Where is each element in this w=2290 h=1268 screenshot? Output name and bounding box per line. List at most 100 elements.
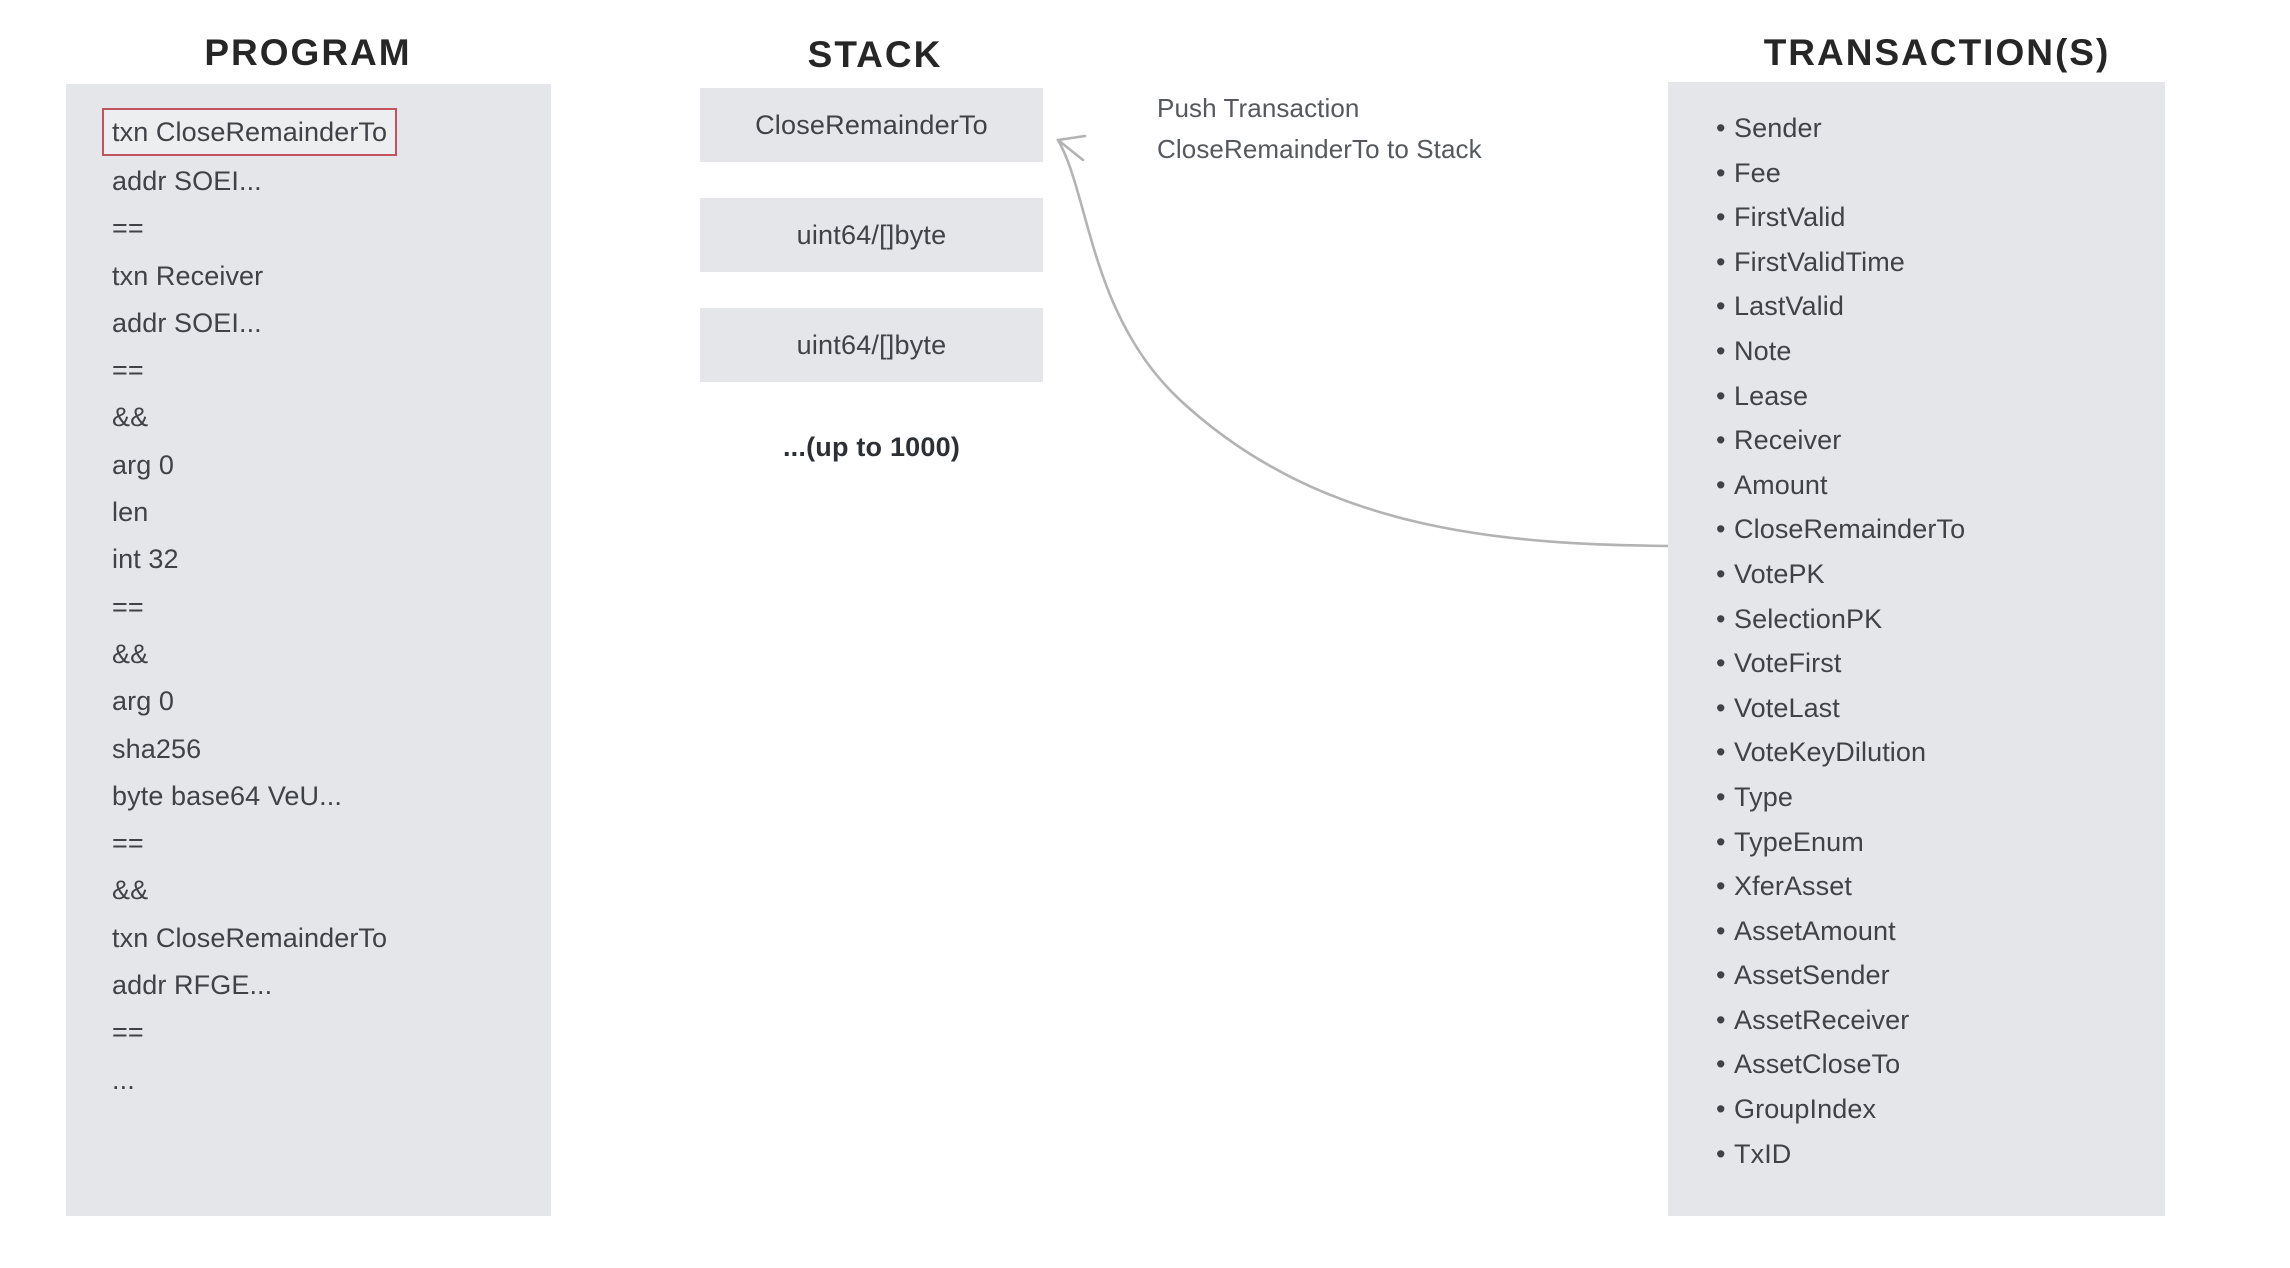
- program-line: sha256: [112, 733, 202, 764]
- stack-cell-label: CloseRemainderTo: [755, 109, 988, 140]
- transaction-field-item: • Lease: [1716, 374, 2155, 419]
- stack-column-heading: STACK: [807, 34, 943, 75]
- transaction-field-label: FirstValid: [1734, 202, 1846, 233]
- annotation-line-2: CloseRemainderTo to Stack: [1157, 134, 1482, 164]
- transaction-field-item: •AssetAmount: [1716, 909, 2155, 954]
- bullet-icon: •: [1716, 558, 1726, 589]
- program-line: ==: [112, 355, 144, 386]
- transaction-field-item: • Type: [1716, 775, 2155, 820]
- transaction-field-label: Lease: [1734, 380, 1809, 411]
- bullet-icon: •: [1716, 871, 1726, 902]
- transaction-field-item: • XferAsset: [1716, 864, 2155, 909]
- bullet-icon: •: [1716, 335, 1726, 366]
- program-line: txn Receiver: [112, 260, 264, 291]
- transaction-field-label: Type: [1734, 781, 1793, 812]
- bullet-icon: •: [1716, 692, 1726, 723]
- bullet-icon: •: [1716, 202, 1726, 233]
- transaction-field-item: • FirstValid: [1716, 195, 2155, 240]
- stack-cell-label: uint64/[]byte: [796, 219, 947, 250]
- bullet-icon: •: [1716, 469, 1726, 500]
- transaction-field-label: Receiver: [1734, 425, 1842, 456]
- bullet-icon: •: [1716, 826, 1726, 857]
- bullet-icon: •: [1716, 648, 1726, 679]
- transaction-field-label: AssetCloseTo: [1734, 1049, 1901, 1080]
- program-line: &&: [112, 402, 149, 433]
- transaction-field-item: • VotePK: [1716, 552, 2155, 597]
- transaction-field-item: • VoteFirst: [1716, 641, 2155, 686]
- transaction-field-label: XferAsset: [1734, 871, 1852, 902]
- transaction-field-item: • AssetCloseTo: [1716, 1042, 2155, 1087]
- transaction-field-item: • AssetReceiver: [1716, 998, 2155, 1043]
- program-line: &&: [112, 875, 149, 906]
- program-line: ==: [112, 213, 144, 244]
- transaction-field-item: • FirstValidTime: [1716, 240, 2155, 285]
- bullet-icon: •: [1716, 781, 1726, 812]
- bullet-icon: •: [1716, 157, 1726, 188]
- program-line: txn CloseRemainderTo: [112, 922, 388, 953]
- transaction-field-label: LastValid: [1734, 291, 1844, 322]
- bullet-icon: •: [1716, 380, 1726, 411]
- stack-cell: uint64/[]byte: [700, 308, 1043, 382]
- program-line: addr RFGE...: [112, 970, 273, 1001]
- stack-cell-label: uint64/[]byte: [796, 329, 947, 360]
- program-instruction-list: txn CloseRemainderTo addr SOEI... == txn Re…: [102, 106, 539, 1104]
- bullet-icon: •: [1716, 291, 1726, 322]
- program-line: arg 0: [112, 449, 175, 480]
- bullet-icon: •: [1716, 113, 1726, 143]
- transaction-field-label: VoteLast: [1734, 692, 1840, 723]
- push-transaction-annotation: Push Transaction CloseRemainderTo to Sta…: [1157, 88, 1482, 170]
- transaction-field-item: • VoteLast: [1716, 686, 2155, 731]
- stack-cell: uint64/[]byte: [700, 198, 1043, 272]
- program-line: byte base64 VeU...: [112, 780, 342, 811]
- transaction-field-label: VoteKeyDilution: [1734, 737, 1927, 768]
- transaction-field-label: AssetAmount: [1734, 915, 1896, 946]
- program-line: arg 0: [112, 686, 175, 717]
- bullet-icon: •: [1716, 960, 1726, 991]
- transaction-field-item: •Sender: [1716, 106, 2155, 151]
- transaction-field-label: FirstValidTime: [1734, 246, 1905, 277]
- transaction-field-item: • LastValid: [1716, 284, 2155, 329]
- bullet-icon: •: [1716, 603, 1726, 634]
- program-line: ...: [112, 1064, 135, 1095]
- transaction-field-label: VotePK: [1734, 558, 1825, 589]
- bullet-icon: •: [1716, 737, 1726, 768]
- program-line: ==: [112, 1017, 144, 1048]
- transaction-field-label: Amount: [1734, 469, 1828, 500]
- transaction-field-item: • Fee: [1716, 151, 2155, 196]
- transaction-field-item: • CloseRemainderTo: [1716, 507, 2155, 552]
- transaction-field-item: • AssetSender: [1716, 953, 2155, 998]
- bullet-icon: •: [1716, 425, 1726, 456]
- transaction-field-label: CloseRemainderTo: [1734, 514, 1966, 545]
- transaction-field-label: AssetSender: [1734, 960, 1890, 991]
- program-line: ==: [112, 828, 144, 859]
- transaction-field-label: GroupIndex: [1734, 1094, 1877, 1125]
- bullet-icon: •: [1716, 1004, 1726, 1035]
- transaction-field-label: SelectionPK: [1734, 603, 1883, 634]
- transaction-field-item: • Amount: [1716, 463, 2155, 508]
- transactions-panel: •Sender•Fee•FirstValid•FirstValidTime•La…: [1668, 82, 2165, 1216]
- bullet-icon: •: [1716, 1049, 1726, 1080]
- program-line: addr SOEI...: [112, 166, 262, 196]
- program-line: len: [112, 497, 149, 528]
- transaction-field-item: • SelectionPK: [1716, 597, 2155, 642]
- transaction-field-label: Note: [1734, 335, 1792, 366]
- transaction-field-label: TypeEnum: [1734, 826, 1864, 857]
- annotation-line-1: Push Transaction: [1157, 93, 1360, 123]
- transaction-field-list: •Sender•Fee•FirstValid•FirstValidTime•La…: [1716, 106, 2155, 1176]
- program-line: addr SOEI...: [112, 307, 262, 338]
- transaction-field-label: AssetReceiver: [1734, 1004, 1910, 1035]
- transaction-field-item: •GroupIndex: [1716, 1087, 2155, 1132]
- program-line: ==: [112, 591, 144, 622]
- bullet-icon: •: [1716, 1138, 1726, 1169]
- transaction-field-label: VoteFirst: [1734, 648, 1842, 679]
- transaction-field-item: • Note: [1716, 329, 2155, 374]
- transaction-field-label: Fee: [1734, 157, 1781, 188]
- stack-cell: CloseRemainderTo: [700, 88, 1043, 162]
- program-line-highlighted: txn CloseRemainderTo: [102, 108, 398, 156]
- transaction-field-item: • TypeEnum: [1716, 820, 2155, 865]
- transaction-field-label: TxID: [1734, 1138, 1792, 1169]
- bullet-icon: •: [1716, 246, 1726, 277]
- transaction-field-item: • Receiver: [1716, 418, 2155, 463]
- bullet-icon: •: [1716, 514, 1726, 545]
